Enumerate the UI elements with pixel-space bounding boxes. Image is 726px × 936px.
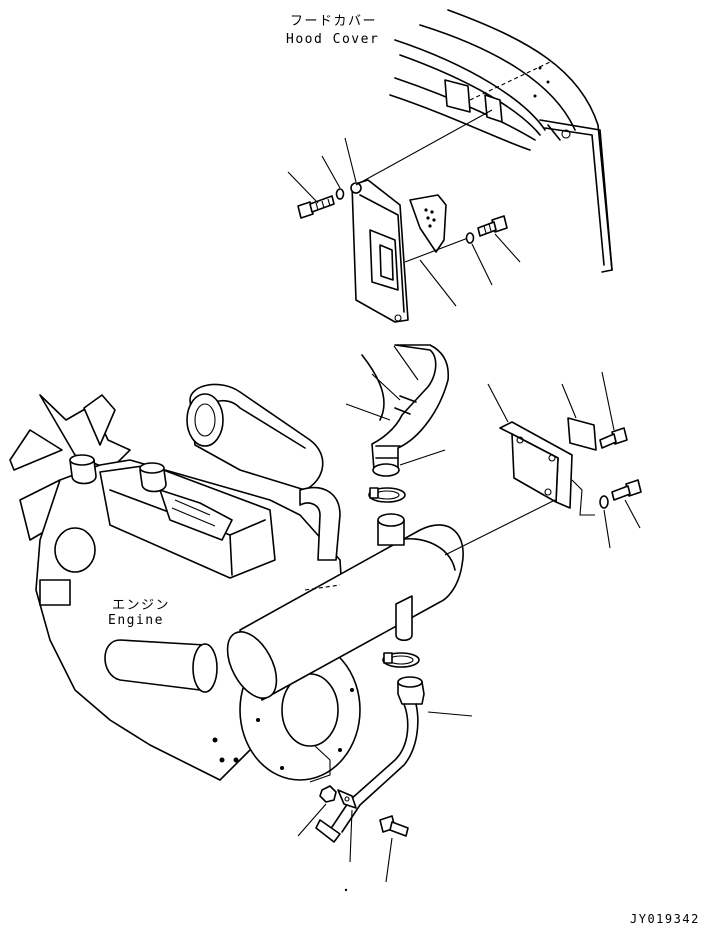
hood-cover-label-en: Hood Cover (286, 32, 380, 47)
leaders-right (487, 371, 641, 549)
muffler-mount-bracket (499, 421, 573, 509)
clamp-upper (368, 487, 406, 503)
plate-bracket (409, 194, 447, 253)
hidden-line-1 (304, 584, 341, 591)
shim-plate (567, 417, 597, 451)
washer-upper-right (465, 232, 475, 244)
reference-dot (344, 888, 348, 892)
pipe-clip (337, 789, 357, 809)
muffler (226, 513, 464, 701)
bolt-bracket-bottom (611, 479, 642, 501)
washer-upper-left (335, 188, 345, 200)
leader-bracket-bolt (571, 479, 595, 516)
leaders-upper (287, 137, 521, 307)
clamp-lower (382, 652, 420, 668)
drain-pipe (315, 676, 425, 843)
engine (9, 383, 361, 781)
leader-bracket-to-hood (355, 109, 493, 186)
hood-cover-label-jp: フードカバー (290, 14, 378, 29)
nut-lower (319, 785, 337, 803)
hood-cover (389, 9, 613, 273)
leader-nut-to-flywheel (309, 745, 331, 783)
bolt-upper-left (297, 195, 335, 219)
leaders-tailpipe (345, 345, 446, 466)
leader-bracket-to-muffler (444, 499, 556, 556)
leaders-lower (297, 711, 473, 883)
bolt-lower (379, 815, 409, 837)
bolt-upper-right (477, 215, 508, 237)
tail-pipe (361, 344, 450, 477)
bolt-bracket-top (599, 427, 628, 449)
muffler-bracket-upper (350, 179, 409, 323)
engine-label-jp: エンジン (112, 598, 171, 613)
drawing-number: JY019342 (630, 912, 700, 926)
engine-label-en: Engine (108, 613, 164, 628)
washer-bracket (599, 495, 609, 509)
leader-plate-to-bracket (404, 237, 469, 263)
